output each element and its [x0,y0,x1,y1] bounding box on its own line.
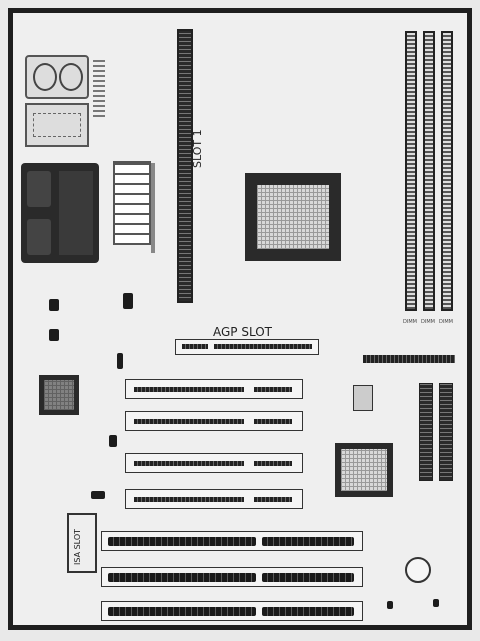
isa-slot-3 [101,601,363,621]
connector-note [93,57,105,117]
isa-label-box: ISA SLOT [67,513,97,573]
dimm-label-1: DIMM [403,319,417,325]
cpu-chip [245,173,341,261]
jumper-1 [123,293,133,309]
dimm-label-3: DIMM [439,319,453,325]
ide-connector-2 [439,383,453,481]
bios-chip [353,385,373,411]
io-port-block [21,163,99,263]
jumper-4 [117,353,123,369]
dimm-label-2: DIMM [421,319,435,325]
slot1-connector [177,29,193,303]
atx-power-connector [113,161,151,245]
agp-label: AGP SLOT [213,325,272,339]
jumper-3 [49,329,59,341]
jumper-7 [387,601,393,609]
ps2-connector [25,55,89,99]
chipset [335,443,393,497]
agp-slot [175,339,319,355]
isa-slot-2 [101,567,363,587]
pci-slot-1 [125,379,303,399]
power-label-strip [151,163,155,253]
pci-slot-4 [125,489,303,509]
dimm-slot-1 [405,31,417,311]
dimm-slot-3 [441,31,453,311]
jumper-6 [91,491,105,499]
cmos-battery [405,557,431,583]
ide-header [363,355,455,363]
ide-connector-1 [419,383,433,481]
pci-slot-3 [125,453,303,473]
dimm-slot-2 [423,31,435,311]
pci-slot-2 [125,411,303,431]
isa-label: ISA SLOT [73,528,82,565]
io-controller-chip [39,375,79,415]
isa-slot-1 [101,531,363,551]
jumper-2 [49,299,59,311]
jumper-8 [433,599,439,607]
motherboard-diagram: SLOT 1 DIMM DIMM DIMM AGP SLOT [8,8,472,630]
jumper-5 [109,435,117,447]
slot1-label: SLOT 1 [191,129,204,168]
usb-connector [25,103,89,147]
